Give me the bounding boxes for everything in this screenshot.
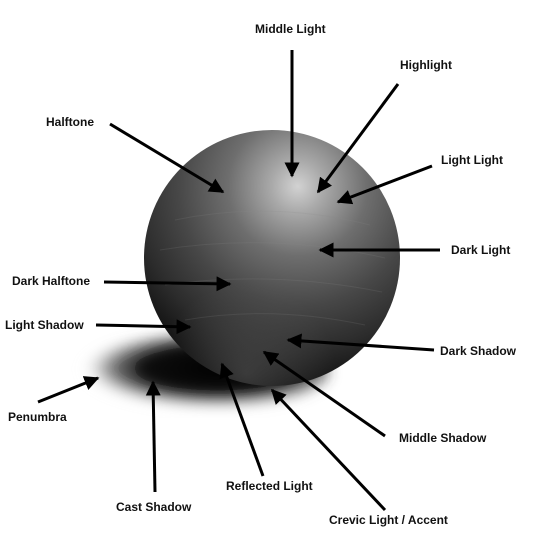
reflected-light-glow: [144, 130, 400, 386]
arrow-group: [37, 50, 440, 512]
arrow-dark-halftone: [103, 276, 232, 292]
arrow-dark-shadow: [286, 333, 435, 352]
label-light-light: Light Light: [441, 153, 503, 167]
label-light-shadow: Light Shadow: [5, 318, 84, 332]
label-reflected-light: Reflected Light: [226, 479, 313, 493]
arrow-highlight: [316, 83, 400, 194]
arrow-light-shadow: [95, 319, 192, 335]
arrow-middle-shadow: [262, 350, 386, 438]
label-dark-light: Dark Light: [451, 243, 511, 257]
arrow-reflected-light: [219, 362, 265, 477]
sphere-texture: [159, 210, 386, 326]
label-middle-light: Middle Light: [255, 22, 326, 36]
arrow-halftone: [109, 122, 225, 194]
label-penumbra: Penumbra: [8, 410, 67, 424]
label-middle-shadow: Middle Shadow: [399, 431, 487, 445]
label-cast-shadow: Cast Shadow: [116, 500, 192, 514]
label-dark-halftone: Dark Halftone: [12, 274, 91, 288]
label-halftone: Halftone: [46, 115, 94, 129]
label-dark-shadow: Dark Shadow: [440, 344, 517, 358]
arrow-penumbra: [37, 376, 100, 404]
label-crevic-light: Crevic Light / Accent: [329, 513, 448, 527]
arrow-cast-shadow: [145, 380, 161, 493]
label-highlight: Highlight: [400, 58, 452, 72]
arrow-crevic-light: [270, 388, 387, 512]
arrow-light-light: [336, 164, 433, 205]
